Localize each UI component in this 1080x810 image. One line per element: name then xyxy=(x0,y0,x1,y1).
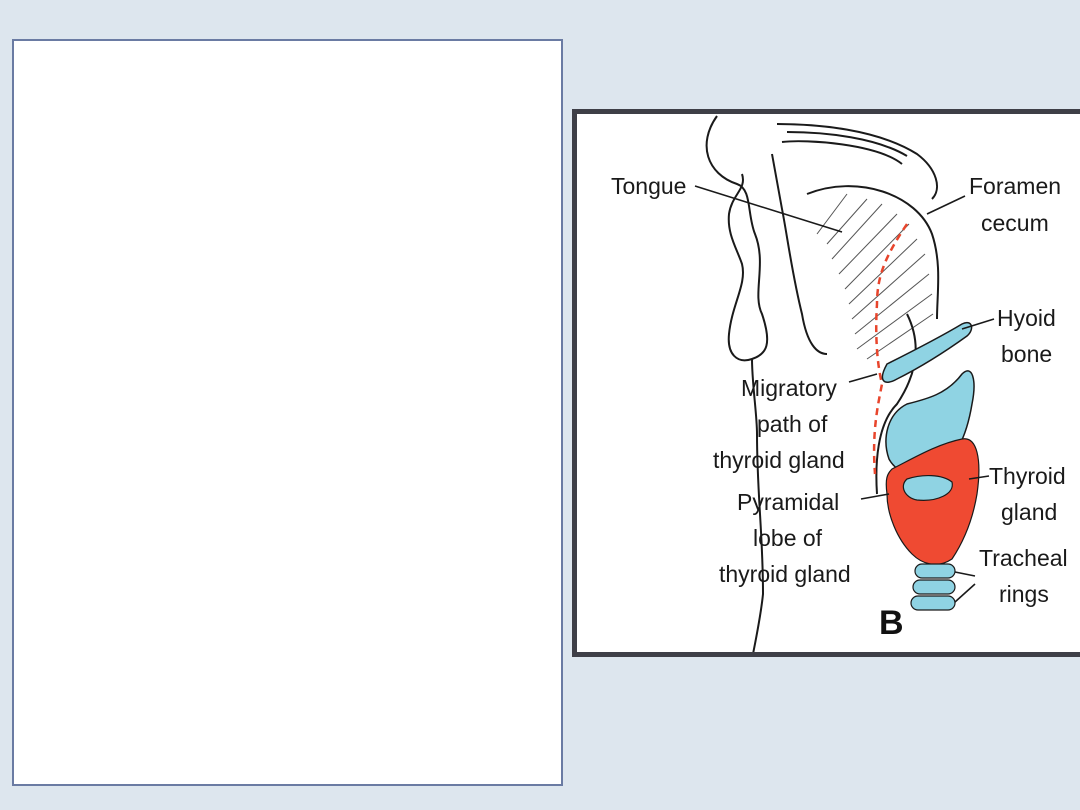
label-thyroid-gland-migratory: thyroid gland xyxy=(713,447,845,473)
blank-content-panel xyxy=(12,39,563,786)
label-rings: rings xyxy=(999,581,1049,607)
cricoid-shape xyxy=(902,475,953,501)
label-cecum: cecum xyxy=(981,210,1049,236)
label-foramen: Foramen xyxy=(969,173,1061,199)
thyroid-embryology-figure: Tongue Foramen cecum Hyoid bone Migrator… xyxy=(572,109,1080,657)
label-lobe-of: lobe of xyxy=(753,525,823,551)
migratory-path-line xyxy=(872,223,909,475)
tracheal-rings-shapes xyxy=(910,563,956,611)
hyoid-bone-shape xyxy=(881,322,973,383)
label-hyoid: Hyoid xyxy=(997,305,1056,331)
label-tongue: Tongue xyxy=(611,173,686,199)
label-thyroid-gland-pyramidal: thyroid gland xyxy=(719,561,851,587)
label-panel-letter: B xyxy=(879,604,904,642)
label-bone: bone xyxy=(1001,341,1052,367)
pharynx-outline xyxy=(875,313,917,495)
label-thyroid: Thyroid xyxy=(989,463,1066,489)
head-outline xyxy=(705,115,940,652)
leader-lines xyxy=(694,185,995,603)
tongue-hatching xyxy=(816,193,934,360)
label-migratory: Migratory xyxy=(741,375,837,401)
label-pyramidal: Pyramidal xyxy=(737,489,839,515)
label-path-of: path of xyxy=(757,411,828,437)
label-tracheal: Tracheal xyxy=(979,545,1068,571)
thyroid-diagram: Tongue Foramen cecum Hyoid bone Migrator… xyxy=(611,115,1068,652)
label-gland: gland xyxy=(1001,499,1057,525)
